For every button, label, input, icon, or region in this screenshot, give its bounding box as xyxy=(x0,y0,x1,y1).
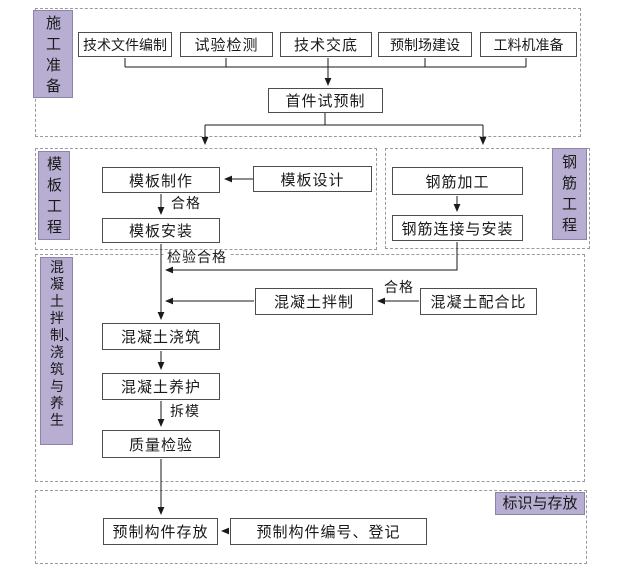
node-concrete-cure: 混凝土养护 xyxy=(102,373,220,400)
stage-label-preparation: 施工准备 xyxy=(33,10,73,98)
node-materials-ready: 工料机准备 xyxy=(480,32,577,57)
node-rebar-connect: 钢筋连接与安装 xyxy=(392,215,523,241)
node-rebar-process: 钢筋加工 xyxy=(392,167,523,195)
section-rebar xyxy=(385,148,590,249)
node-formwork-make: 模板制作 xyxy=(102,167,220,193)
stage-label-formwork: 模板工程 xyxy=(38,151,70,240)
section-formwork xyxy=(35,148,377,250)
node-component-numbering: 预制构件编号、登记 xyxy=(230,518,427,545)
edge-label-demould: 拆模 xyxy=(170,404,200,420)
node-quality-check: 质量检验 xyxy=(102,430,220,458)
node-first-trial: 首件试预制 xyxy=(268,88,383,113)
node-component-storage: 预制构件存放 xyxy=(103,518,218,545)
section-storage xyxy=(35,490,587,564)
edge-label-mix-qualified: 合格 xyxy=(384,280,414,296)
stage-label-storage: 标识与存放 xyxy=(495,492,585,515)
node-tech-docs: 技术文件编制 xyxy=(78,32,172,57)
node-formwork-design: 模板设计 xyxy=(253,166,372,192)
stage-label-rebar: 钢筋工程 xyxy=(552,148,587,240)
edge-label-inspection-passed: 检验合格 xyxy=(165,250,229,266)
node-concrete-mix: 混凝土拌制 xyxy=(255,288,373,315)
stage-label-concrete: 混凝土拌制、浇筑与养生 xyxy=(40,257,78,445)
node-concrete-ratio: 混凝土配合比 xyxy=(420,288,537,315)
edge-label-formwork-qualified: 合格 xyxy=(171,196,201,212)
section-concrete xyxy=(35,254,585,482)
node-precast-yard: 预制场建设 xyxy=(378,32,472,57)
edge-rebarconnect-merge xyxy=(165,242,458,274)
node-concrete-pour: 混凝土浇筑 xyxy=(102,323,220,350)
node-tech-disclosure: 技术交底 xyxy=(280,32,372,57)
node-formwork-install: 模板安装 xyxy=(102,218,220,243)
node-test-inspection: 试验检测 xyxy=(180,32,273,57)
